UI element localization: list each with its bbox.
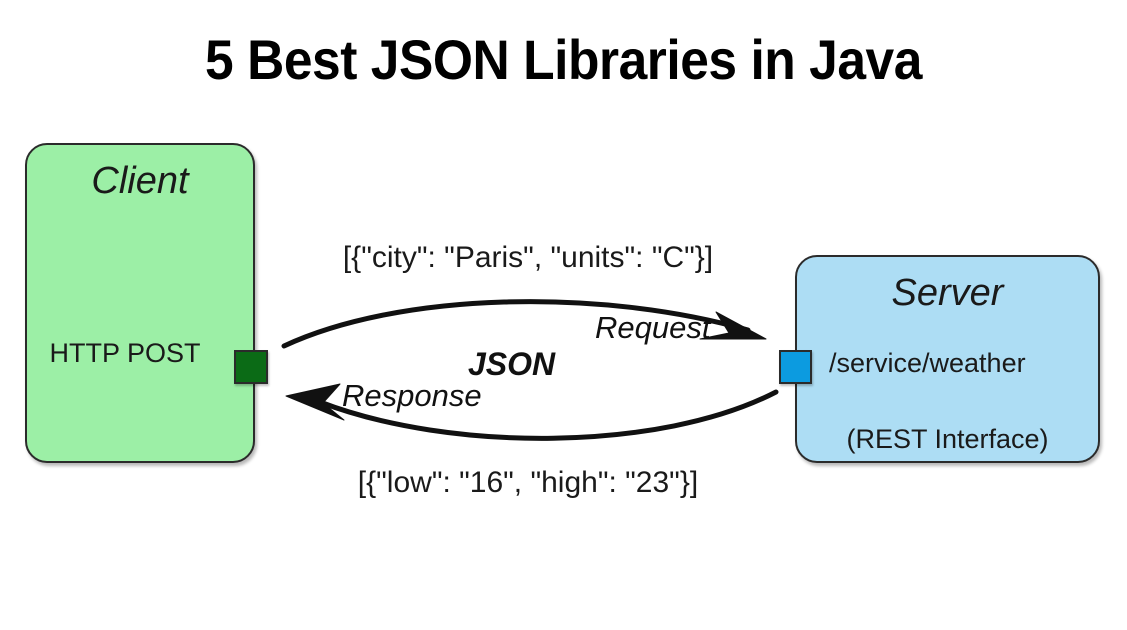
server-endpoint-label: /service/weather [829, 348, 1026, 378]
request-label: Request [595, 310, 711, 345]
client-node-title: Client [91, 160, 189, 202]
client-endpoint-label: HTTP POST [49, 338, 201, 368]
page-title: 5 Best JSON Libraries in Java [205, 28, 922, 91]
server-note-label: (REST Interface) [846, 424, 1049, 454]
server-port-square [779, 350, 812, 384]
client-port-square [234, 350, 268, 384]
response-label: Response [342, 378, 482, 413]
client-node: Client HTTP POST [25, 143, 255, 463]
response-payload-text: [{"low": "16", "high": "23"}] [357, 466, 699, 499]
request-payload-text: [{"city": "Paris", "units": "C"}] [342, 241, 714, 274]
json-format-label: JSON [468, 346, 556, 382]
server-node: Server /service/weather (REST Interface) [795, 255, 1100, 463]
server-node-title: Server [891, 272, 1004, 314]
